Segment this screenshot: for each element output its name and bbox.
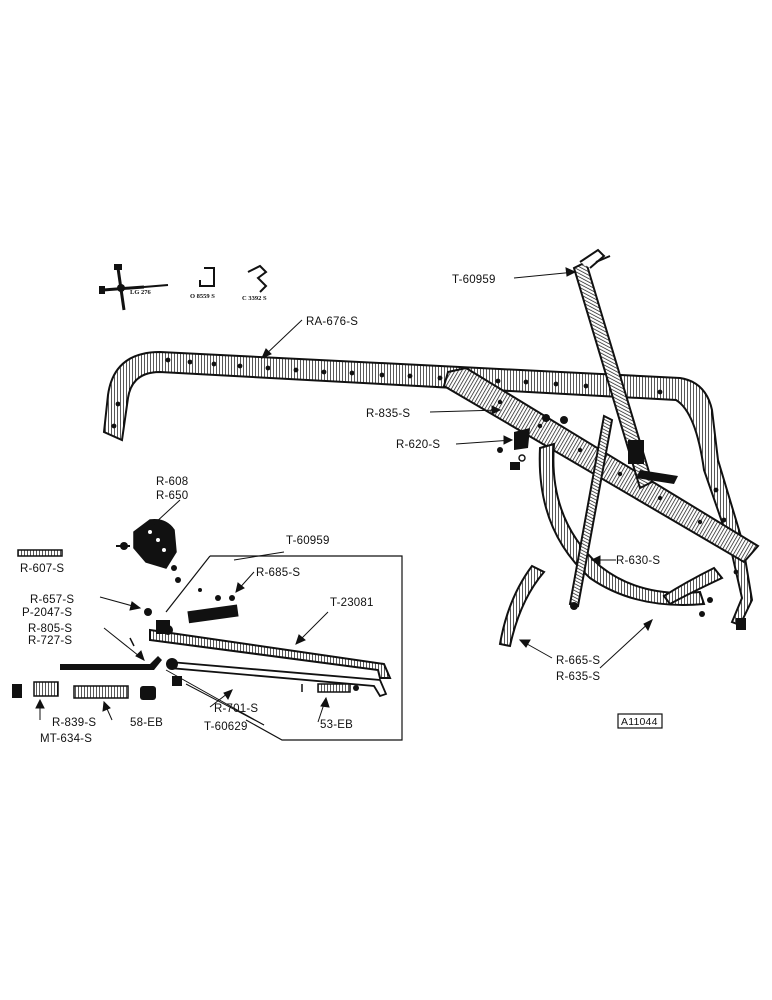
figure-id-badge: A11044: [617, 713, 663, 729]
figure-id-text: A11044: [621, 716, 658, 728]
spring-58eb-part: [73, 685, 129, 699]
lever-t60959-part: [572, 248, 678, 490]
label-r650: R-650: [156, 490, 188, 502]
label-r685s: R-685-S: [256, 567, 300, 579]
label-p2047s: P-2047-S: [22, 607, 72, 619]
spring-r839s-part: [12, 681, 59, 698]
label-r835s: R-835-S: [366, 408, 410, 420]
leader-lines: [35, 267, 653, 726]
label-r839s: R-839-S: [52, 717, 96, 729]
segment-r608-part: [116, 518, 181, 583]
label-t60629: T-60629: [204, 721, 248, 733]
label-t23081: T-23081: [330, 597, 374, 609]
label-t60959-top: T-60959: [452, 274, 496, 286]
rod-r701s-part: [166, 658, 388, 698]
label-r635s: R-635-S: [556, 671, 600, 683]
label-c3392s: C 3392 S: [242, 295, 267, 302]
assembly-box: [165, 555, 403, 741]
label-r607s: R-607-S: [20, 563, 64, 575]
rod-r805s-part: [60, 656, 162, 670]
label-r630s: R-630-S: [616, 555, 660, 567]
label-r657s: R-657-S: [30, 594, 74, 606]
knob-t60629-part: [140, 686, 156, 700]
spring-53eb-part: [301, 683, 359, 693]
part-p2047s: [144, 608, 152, 616]
bracket-r685s-part: [187, 588, 239, 624]
label-o8559s: O 8559 S: [190, 293, 215, 300]
strap-r665s-part: [498, 564, 724, 648]
label-r665s: R-665-S: [556, 655, 600, 667]
clip-o8559-part: [199, 267, 215, 287]
label-mt634s: MT-634-S: [40, 733, 92, 745]
label-t60959-box: T-60959: [286, 535, 330, 547]
bracket-r620s-part: [497, 414, 568, 470]
bow-r630s-part: [538, 414, 706, 610]
label-r620s: R-620-S: [396, 439, 440, 451]
label-lg276: LG 276: [130, 289, 152, 296]
label-ra676s: RA-676-S: [306, 316, 358, 328]
clip-c3392-part: [247, 264, 268, 293]
label-58eb: 58-EB: [130, 717, 163, 729]
lug-wrench-part: [99, 264, 169, 311]
label-r701s: R-701-S: [214, 703, 258, 715]
label-r727s: R-727-S: [28, 635, 72, 647]
label-53eb: 53-EB: [320, 719, 353, 731]
label-r805s: R-805-S: [28, 623, 72, 635]
label-r608: R-608: [156, 476, 188, 488]
rod-r607s-part: [17, 549, 63, 557]
rod-t23081-part: [149, 620, 392, 679]
